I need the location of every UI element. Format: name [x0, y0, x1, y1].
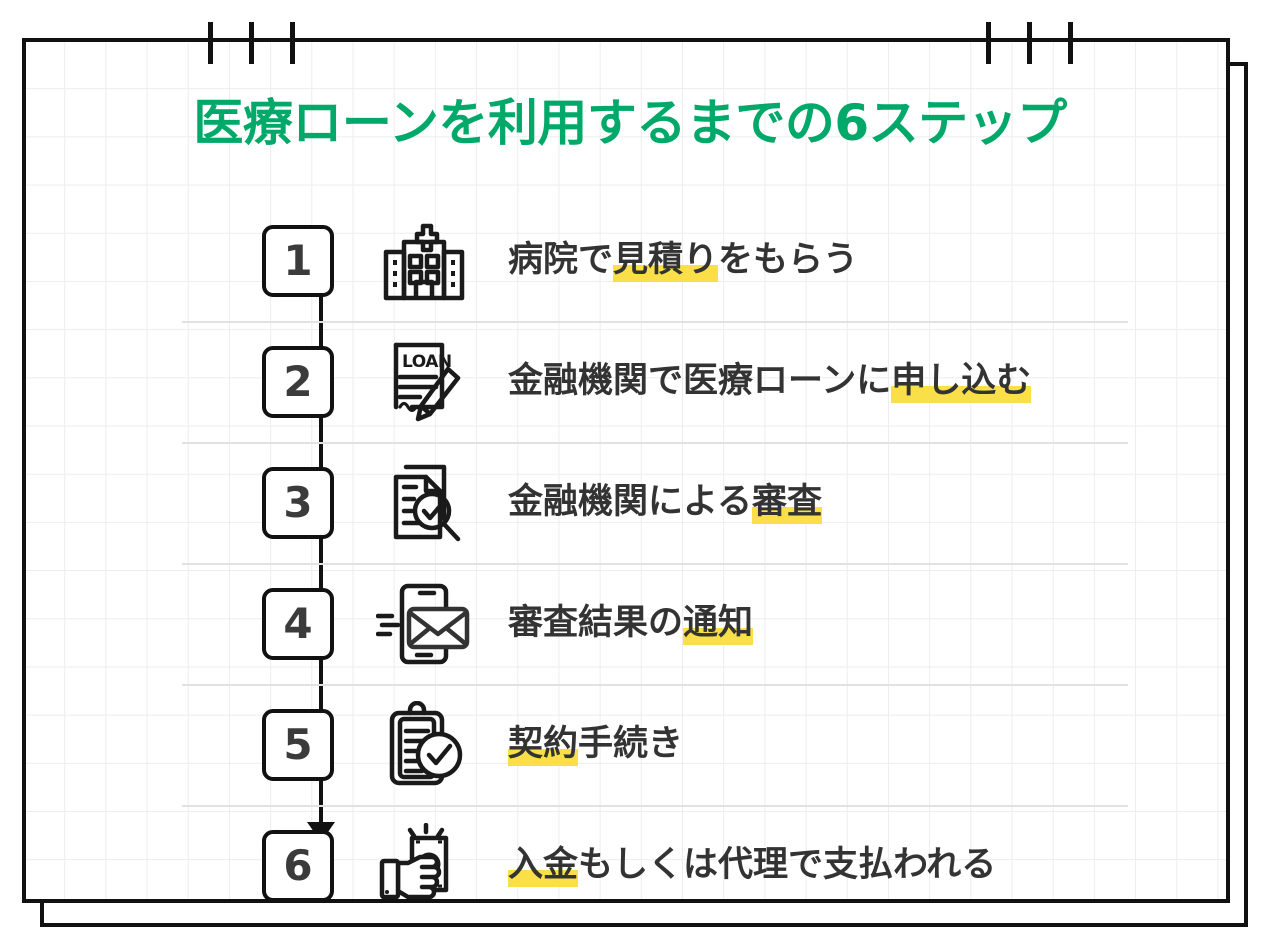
tick-mark — [1068, 22, 1073, 64]
step-row: 2 LOAN — [26, 321, 1226, 442]
step-number-badge: 5 — [262, 708, 334, 781]
step-number-badge: 6 — [262, 829, 334, 899]
grid-paper-card: 医療ローンを利用するまでの6ステップ 1 — [22, 38, 1230, 903]
step-label-highlight: 契約 — [508, 724, 579, 767]
step-label-after: もしくは代理で支払われる — [578, 845, 997, 886]
step-number-badge: 3 — [262, 466, 334, 539]
step-number: 4 — [283, 599, 313, 648]
step-number-badge: 2 — [262, 345, 334, 418]
clipboard-check-icon — [372, 700, 476, 788]
step-number-badge: 1 — [262, 224, 334, 297]
hospital-icon — [372, 218, 476, 304]
step-number: 6 — [283, 841, 313, 890]
steps-list: 1 — [26, 200, 1226, 900]
step-connector-line — [319, 294, 323, 854]
loan-document-pen-icon: LOAN — [372, 339, 476, 425]
step-label-highlight: 通知 — [683, 603, 754, 646]
step-label-before: 病院で — [508, 240, 614, 281]
step-label: 契約手続き — [508, 724, 684, 767]
page-title: 医療ローンを利用するまでの6ステップ — [193, 94, 1067, 152]
step-row: 3 — [26, 442, 1226, 563]
step-label: 入金もしくは代理で支払われる — [508, 845, 997, 888]
step-label-highlight: 審査 — [751, 482, 822, 525]
step-row: 4 — [26, 563, 1226, 684]
step-number-badge: 4 — [262, 587, 334, 660]
svg-text:LOAN: LOAN — [402, 352, 452, 372]
tick-mark — [986, 22, 991, 64]
top-tick-marks-left — [208, 22, 295, 64]
tick-mark — [290, 22, 295, 64]
step-label: 金融機関による審査 — [508, 482, 822, 525]
tick-mark — [1027, 22, 1032, 64]
tick-mark — [208, 22, 213, 64]
step-label-after: 手続き — [578, 724, 684, 765]
document-magnifier-check-icon — [372, 460, 476, 546]
step-row: 1 — [26, 200, 1226, 321]
step-label-before: 金融機関による — [508, 482, 752, 523]
step-label: 金融機関で医療ローンに申し込む — [508, 361, 1032, 404]
step-row: 6 — [26, 805, 1226, 900]
step-label-highlight: 見積り — [613, 240, 719, 283]
step-number: 1 — [283, 236, 313, 285]
phone-envelope-icon — [372, 581, 476, 667]
step-row: 5 — [26, 684, 1226, 805]
step-number: 3 — [283, 478, 313, 527]
step-label-before: 審査結果の — [508, 603, 684, 644]
top-tick-marks-right — [986, 22, 1073, 64]
step-label-before: 金融機関で医療ローンに — [508, 361, 892, 402]
hand-money-icon — [372, 822, 476, 900]
step-label-highlight: 申し込む — [891, 361, 1032, 404]
step-label-after: をもらう — [718, 240, 859, 281]
step-label-highlight: 入金 — [508, 845, 579, 888]
step-number: 2 — [283, 357, 313, 406]
step-label: 審査結果の通知 — [508, 603, 754, 646]
step-label: 病院で見積りをもらう — [508, 240, 859, 283]
tick-mark — [249, 22, 254, 64]
step-number: 5 — [283, 720, 313, 769]
